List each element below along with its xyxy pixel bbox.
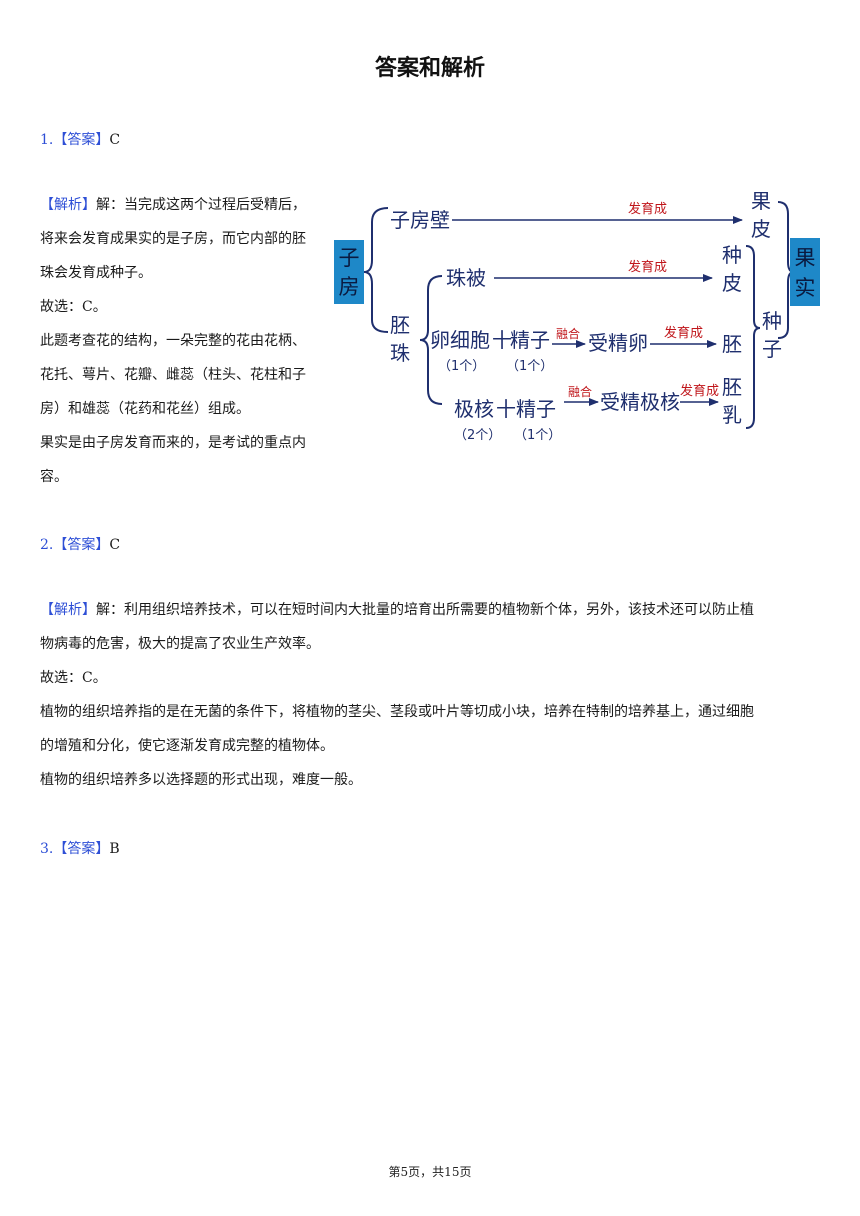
- peizhu-label: 珠: [390, 341, 410, 365]
- zhongpi-label: 种: [722, 243, 742, 267]
- q1-answer: C: [109, 132, 121, 148]
- guoshi-label: 实: [795, 276, 816, 300]
- q1-analysis-line: 容。: [40, 469, 68, 485]
- q3-answer-line: 3.【答案】B: [40, 838, 120, 858]
- zifang-label: 子: [339, 246, 360, 270]
- q2-analysis-line: 故选：C。: [40, 670, 107, 686]
- q2-answer-line: 2.【答案】C: [40, 534, 120, 554]
- fayucheng-label: 发育成: [628, 259, 667, 275]
- count-label: （1个）: [514, 428, 561, 443]
- zifangbi-label: 子房壁: [390, 208, 450, 232]
- peiru-label: 乳: [722, 403, 742, 427]
- fayucheng-label: 发育成: [628, 201, 667, 217]
- zhongzi-label: 子: [762, 337, 782, 361]
- fayucheng-label: 发育成: [680, 383, 719, 399]
- zifang-brace: [363, 207, 389, 333]
- q1-answer-line: 1.【答案】C: [40, 129, 120, 149]
- jihe-label: 极核: [454, 397, 494, 421]
- peiru-label: 胚: [722, 375, 742, 399]
- q3-number: 3.: [40, 841, 54, 857]
- q1-analysis-line: 珠会发育成种子。: [40, 265, 152, 281]
- q2-analysis-tag: 【解析】: [40, 602, 96, 618]
- q1-analysis-line: 【解析】解：当完成这两个过程后受精后，: [40, 197, 306, 213]
- zhubei-label: 珠被: [446, 266, 486, 290]
- q2-analysis: 【解析】解：利用组织培养技术，可以在短时间内大批量的培育出所需要的植物新个体，另…: [40, 593, 830, 797]
- jingzi-label: 精子: [516, 397, 556, 421]
- q1-analysis-line: 果实是由子房发育而来的，是考试的重点内: [40, 435, 306, 451]
- q1-analysis-tag: 【解析】: [40, 197, 96, 213]
- q1-analysis-line: 故选：C。: [40, 299, 107, 315]
- page-footer: 第5页，共15页: [388, 1165, 472, 1179]
- q2-analysis-line: 植物的组织培养指的是在无菌的条件下，将植物的茎尖、茎段或叶片等切成小块，培养在特…: [40, 704, 754, 720]
- q2-analysis-line: 物病毒的危害，极大的提高了农业生产效率。: [40, 636, 320, 652]
- q2-answer-tag: 【答案】: [53, 537, 110, 553]
- plus-sign: 十: [492, 328, 512, 352]
- q1-analysis-line: 将来会发育成果实的是子房，而它内部的胚: [40, 231, 306, 247]
- q1-analysis-line: 房）和雄蕊（花药和花丝）组成。: [40, 401, 250, 417]
- guoshi-label: 果: [795, 246, 816, 270]
- peizhu-label: 胚: [390, 313, 410, 337]
- shoujingluan-label: 受精卵: [588, 331, 648, 355]
- q1-number: 1.: [40, 132, 54, 148]
- q1-analysis: 【解析】解：当完成这两个过程后受精后， 将来会发育成果实的是子房，而它内部的胚 …: [40, 188, 330, 494]
- guopi-label: 果: [751, 189, 771, 213]
- luanxibao-label: 卵细胞: [430, 328, 490, 352]
- q2-answer: C: [109, 537, 121, 553]
- q1-answer-tag: 【答案】: [53, 132, 110, 148]
- q3-answer: B: [109, 841, 120, 857]
- fruit-development-diagram: 子 房 子房壁 发育成 果 皮 胚 珠 珠被 发育成 种 皮 卵细胞 （1个） …: [334, 189, 820, 443]
- q2-analysis-line: 的增殖和分化，使它逐渐发育成完整的植物体。: [40, 738, 334, 754]
- guoshi-box: [790, 238, 820, 306]
- count-label: （1个）: [438, 359, 485, 374]
- q2-analysis-line: 【解析】解：利用组织培养技术，可以在短时间内大批量的培育出所需要的植物新个体，另…: [40, 602, 754, 618]
- guopi-label: 皮: [751, 217, 771, 241]
- q3-answer-tag: 【答案】: [53, 841, 110, 857]
- ronghe-label: 融合: [568, 384, 592, 399]
- q1-analysis-line: 花托、萼片、花瓣、雌蕊（柱头、花柱和子: [40, 367, 306, 383]
- peizhu-brace: [419, 275, 443, 405]
- fayucheng-label: 发育成: [664, 325, 703, 341]
- count-label: （2个）: [454, 428, 501, 443]
- q1-analysis-line: 此题考查花的结构，一朵完整的花由花柄、: [40, 333, 306, 349]
- jingzi-label: 精子: [510, 328, 550, 352]
- count-label: （1个）: [506, 359, 553, 374]
- zifang-box: [334, 240, 364, 304]
- plus-sign: 十: [496, 397, 516, 421]
- zhongpi-label: 皮: [722, 271, 742, 295]
- page-title: 答案和解析: [374, 56, 485, 81]
- shoujingjihe-label: 受精极核: [600, 390, 680, 414]
- zifang-label: 房: [339, 275, 360, 299]
- pei-label: 胚: [722, 332, 742, 356]
- ronghe-label: 融合: [556, 326, 580, 341]
- q2-number: 2.: [40, 537, 54, 553]
- q2-analysis-line: 植物的组织培养多以选择题的形式出现，难度一般。: [40, 772, 362, 788]
- zhongzi-brace: [745, 245, 761, 429]
- zhongzi-label: 种: [762, 309, 782, 333]
